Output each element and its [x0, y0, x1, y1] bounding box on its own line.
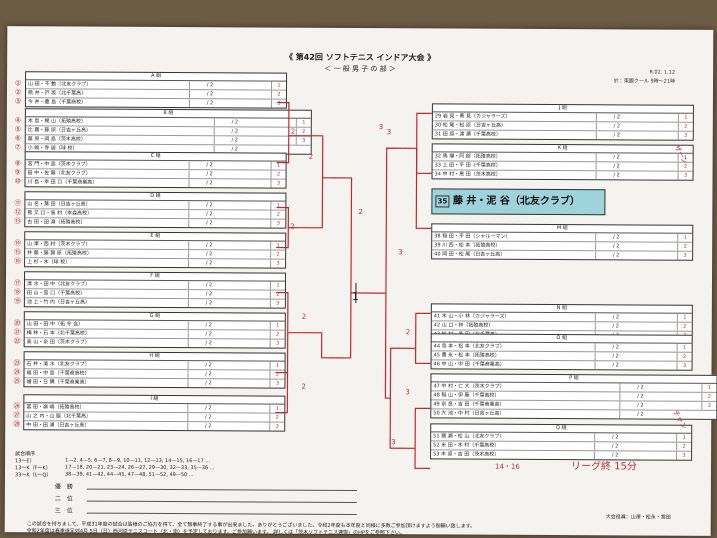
round-win-mark: 3 — [378, 123, 384, 132]
round-win-mark: 2 — [290, 222, 295, 231]
round-win-mark: 2 — [290, 127, 296, 136]
round-win-mark: 3 — [386, 128, 392, 137]
round-win-mark: 2 — [301, 312, 307, 321]
note-court: 14・16 — [495, 462, 520, 471]
round-win-mark: 3 — [398, 248, 403, 257]
organizer-label: 大会役員：山澤・松永・宮田 — [605, 514, 671, 521]
result-label: 二 位 — [54, 495, 73, 503]
tournament-sheet: 《 第42回 ソフトテニス インドア大会 》 ＜ 一 般 男 子 の 部 ＞ R… — [4, 26, 717, 537]
footer-note-2: 令和2年度は春季遠足郊4月 5日（日）西河原テニスコート（北・南）を予定しており… — [26, 528, 405, 537]
final-mark: 1 — [352, 290, 359, 303]
round-win-mark: 2 — [308, 152, 314, 161]
order-row-label: 33〜K（L〜Q） — [14, 472, 52, 479]
order-row-value: 17—18, 20—21, 23—24, 26—27, 29—30, 32—33… — [65, 464, 215, 472]
round-win-mark: 3 — [405, 388, 410, 397]
round-win-mark: 2 — [358, 207, 363, 217]
order-row-value: 38—39, 41—42, 44—45, 47—48, 51—52, 49—50… — [64, 471, 194, 479]
note-league-time: リーグ終 15分 — [571, 461, 637, 473]
result-label: 三 位 — [54, 507, 73, 515]
round-win-mark: 2 — [301, 382, 306, 391]
round-win-mark: 2 — [405, 328, 411, 337]
order-row-value: 1—2, 4—5, 6—7, 8—9, 10—11, 12—13, 14—15,… — [65, 457, 211, 465]
round-win-mark: 3 — [391, 438, 396, 447]
bracket-lines: 1 — [275, 101, 432, 469]
result-label: 優 勝 — [54, 483, 73, 491]
